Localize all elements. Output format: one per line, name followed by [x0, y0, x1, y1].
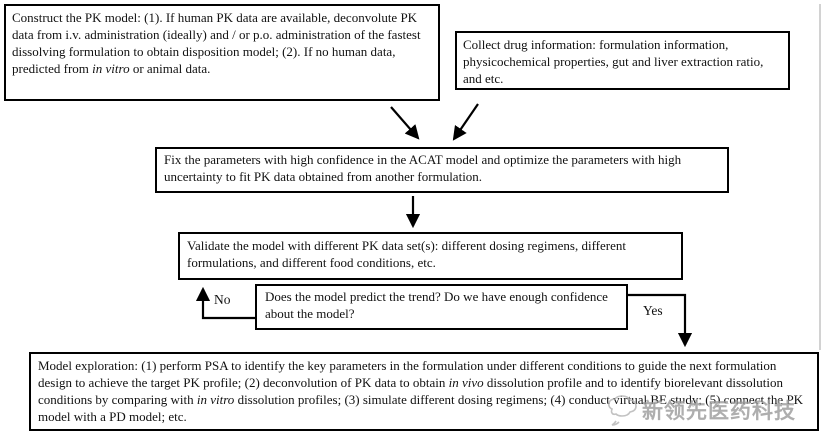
box-collect-drug-info: Collect drug information: formulation in… [455, 31, 790, 90]
arrow-construct-to-fix-icon [390, 106, 420, 140]
box-fix-parameters: Fix the parameters with high confidence … [155, 147, 729, 193]
box-validate-model: Validate the model with different PK dat… [178, 232, 683, 280]
box-model-exploration: Model exploration: (1) perform PSA to id… [29, 352, 819, 431]
arrow-collect-to-fix-icon [452, 103, 479, 141]
arrow-yes-to-exploration-icon [628, 293, 693, 348]
label-no: No [214, 292, 231, 307]
arrow-no-to-validate-icon [195, 286, 255, 320]
box-decision-model-confidence: Does the model predict the trend? Do we … [255, 284, 628, 330]
label-yes: Yes [643, 303, 663, 318]
box-construct-pk-model: Construct the PK model: (1). If human PK… [4, 4, 440, 101]
